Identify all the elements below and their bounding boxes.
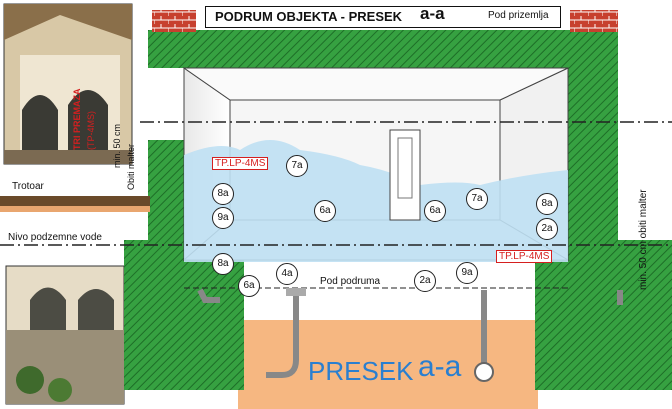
label-pod-prizemlja: Pod prizemlja	[488, 10, 549, 21]
trotoar-slab	[0, 196, 150, 206]
title-bar	[205, 6, 561, 28]
marker: 2a	[414, 270, 436, 292]
marker: 8a	[536, 193, 558, 215]
label-nivo-podzemne-vode: Nivo podzemne vode	[8, 232, 102, 243]
marker: 8a	[212, 183, 234, 205]
label-min-50-left: min. 50 cm	[112, 123, 122, 168]
brick-right	[570, 10, 618, 32]
left-foundation-wall	[148, 140, 184, 310]
marker: 9a	[456, 262, 478, 284]
marker: 6a	[314, 200, 336, 222]
right-foundation-wall	[568, 40, 618, 310]
marker: 6a	[238, 275, 260, 297]
label-right-vertical: min. 50 cm obiti malter	[638, 189, 649, 290]
water-fill	[184, 140, 568, 262]
label-tp-lp-left: TP.LP-4MS	[212, 157, 269, 170]
label-tri-premaza: TRI PREMAZA	[72, 88, 82, 151]
presek-section: a-a	[418, 350, 462, 383]
title-section: a-a	[420, 4, 445, 23]
label-obiti-malter-left: Obiti malter	[126, 143, 136, 190]
door	[389, 129, 421, 221]
marker: 7a	[466, 188, 488, 210]
label-tp-4ms: (TP-4MS)	[86, 111, 96, 150]
label-trotoar: Trotoar	[12, 181, 44, 192]
photo-top-left	[3, 3, 133, 165]
marker: 4a	[276, 263, 298, 285]
marker: 7a	[286, 155, 308, 177]
drain-pipes	[197, 288, 623, 378]
brick-left	[152, 10, 196, 32]
marker: 2a	[536, 218, 558, 240]
marker: 9a	[212, 207, 234, 229]
marker: 8a	[212, 253, 234, 275]
marker: 6a	[424, 200, 446, 222]
title-main: PODRUM OBJEKTA - PRESEK	[215, 9, 403, 24]
room-ceiling	[182, 67, 569, 101]
label-pod-podruma: Pod podruma	[320, 276, 381, 287]
top-slab	[148, 30, 618, 68]
photo-bottom-left	[5, 265, 125, 405]
label-tp-lp-right: TP.LP-4MS	[496, 250, 553, 263]
presek-word: PRESEK	[308, 356, 414, 386]
